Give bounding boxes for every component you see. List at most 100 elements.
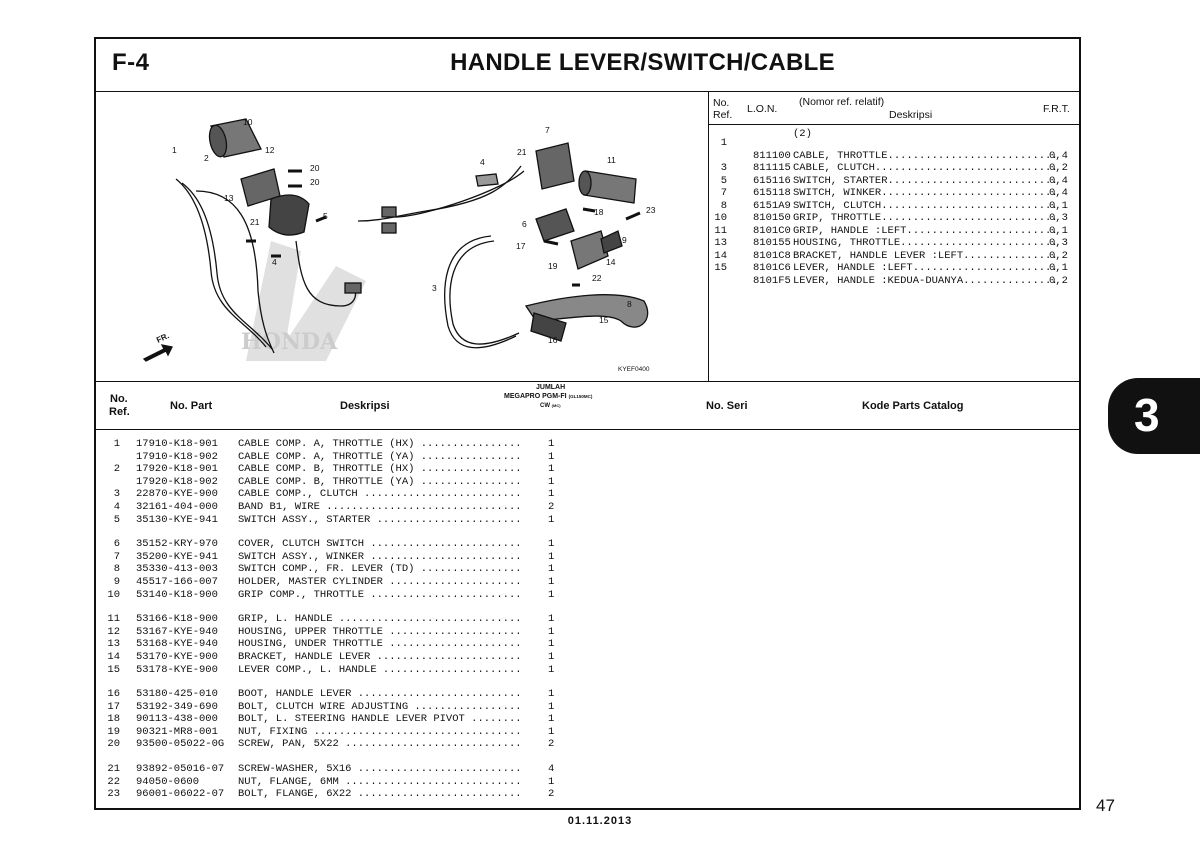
part-cell-desc: HOLDER, MASTER CYLINDER ................… xyxy=(238,575,522,588)
ref-cell-frt: 0,2 xyxy=(1049,274,1068,287)
callout-label: 4 xyxy=(272,257,277,267)
ref-cell-frt: 0,4 xyxy=(1049,174,1068,187)
part-cell-qty: 1 xyxy=(548,638,555,651)
chapter-number: 3 xyxy=(1134,389,1160,441)
col-description: Deskripsi xyxy=(340,400,390,412)
callout-label: 19 xyxy=(548,261,558,271)
callout-label: 21 xyxy=(517,147,527,157)
part-cell-part: 90321-MR8-001 xyxy=(136,725,218,738)
part-cell-part: 53170-KYE-900 xyxy=(136,650,218,663)
part-cell-ref: 7 xyxy=(113,550,120,563)
part-cell-ref: 9 xyxy=(113,575,120,588)
group-gap xyxy=(96,601,1079,613)
ref-group-label: (2) xyxy=(793,128,812,140)
col-jumlah: JUMLAH xyxy=(536,384,566,391)
part-cell-desc: CABLE COMP. B, THROTTLE (YA) ...........… xyxy=(238,475,522,488)
ref-desc-header: Deskripsi xyxy=(889,109,933,121)
part-cell-qty: 1 xyxy=(548,550,555,563)
part-cell-part: 90113-438-000 xyxy=(136,713,218,726)
part-cell-part: 94050-0600 xyxy=(136,775,200,788)
ref-cell-ref: 1 xyxy=(720,137,727,149)
part-cell-qty: 2 xyxy=(548,738,555,751)
part-cell-part: 17910-K18-902 xyxy=(136,450,218,463)
part-cell-qty: 1 xyxy=(548,513,555,526)
part-cell-part: 53140-K18-900 xyxy=(136,588,218,601)
ref-cell-frt: 0,3 xyxy=(1049,237,1068,249)
ref-row: 1 xyxy=(709,137,1079,150)
ref-cell-desc: LEVER, HANDLE :KEDUA-DUANYA.............… xyxy=(793,274,1058,287)
ref-cell-frt: 0,1 xyxy=(1049,262,1068,274)
part-cell-part: 96001-06022-07 xyxy=(136,788,225,801)
part-cell-desc: NUT, FIXING ............................… xyxy=(238,725,522,738)
callout-label: 7 xyxy=(545,125,550,135)
part-cell-desc: LEVER COMP., L. HANDLE .................… xyxy=(238,663,522,676)
ref-cell-frt: 0,4 xyxy=(1049,187,1068,199)
part-cell-part: 17920-K18-902 xyxy=(136,475,218,488)
ref-cell-ref: 8 xyxy=(720,199,727,212)
part-cell-ref: 3 xyxy=(113,488,120,501)
part-cell-part: 53166-K18-900 xyxy=(136,613,218,626)
callout-label: 3 xyxy=(432,283,437,293)
part-cell-ref: 1 xyxy=(113,438,120,450)
ref-cell-frt: 0,1 xyxy=(1049,224,1068,237)
ref-cell-lon: 811115 xyxy=(753,162,791,174)
parts-illustration: HONDA xyxy=(142,117,656,373)
callout-label: 15 xyxy=(599,315,609,325)
chapter-tab: 3 xyxy=(1108,378,1200,454)
part-cell-ref: 5 xyxy=(113,513,120,526)
part-cell-desc: CABLE COMP., CLUTCH ....................… xyxy=(238,488,522,501)
ref-cell-desc: BRACKET, HANDLE LEVER :LEFT.............… xyxy=(793,249,1058,262)
ref-cell-desc: LEVER, HANDLE :LEFT.....................… xyxy=(793,262,1058,274)
ref-cell-frt: 0,2 xyxy=(1049,249,1068,262)
ref-cell-ref: 11 xyxy=(714,224,727,237)
part-cell-part: 35200-KYE-941 xyxy=(136,550,218,563)
callout-label: 16 xyxy=(548,335,558,345)
callout-label: 17 xyxy=(516,241,526,251)
part-cell-part: 45517-166-007 xyxy=(136,575,218,588)
part-cell-desc: SWITCH ASSY., WINKER ...................… xyxy=(238,550,522,563)
part-cell-qty: 1 xyxy=(548,450,555,463)
part-cell-ref: 22 xyxy=(107,775,120,788)
callout-label: 12 xyxy=(265,145,275,155)
callout-label: 8 xyxy=(627,299,632,309)
page-title: HANDLE LEVER/SWITCH/CABLE xyxy=(450,49,835,76)
table-row: 9 45517-166-007 HOLDER, MASTER CYLINDER ..… xyxy=(96,576,1079,589)
part-cell-desc: CABLE COMP. A, THROTTLE (HX) ...........… xyxy=(238,438,522,450)
part-cell-part: 17910-K18-901 xyxy=(136,438,218,450)
part-cell-desc: HOUSING, UPPER THROTTLE ................… xyxy=(238,625,522,638)
part-cell-ref: 10 xyxy=(107,588,120,601)
direction-label: FR. xyxy=(155,331,170,345)
part-cell-part: 53168-KYE-940 xyxy=(136,638,218,651)
page-number: 47 xyxy=(1096,796,1115,815)
part-cell-ref: 8 xyxy=(113,563,120,576)
part-cell-ref: 16 xyxy=(107,688,120,701)
group-gap xyxy=(96,526,1079,538)
ref-cell-lon: 8101F5 xyxy=(753,274,791,287)
part-cell-desc: BRACKET, HANDLE LEVER ..................… xyxy=(238,650,522,663)
part-cell-ref: 19 xyxy=(107,725,120,738)
part-cell-qty: 4 xyxy=(548,763,555,776)
ref-cell-frt: 0,2 xyxy=(1049,162,1068,174)
ref-cell-lon: 810155 xyxy=(753,237,791,249)
ref-cell-desc: HOUSING, THROTTLE.......................… xyxy=(793,237,1058,249)
part-cell-ref: 6 xyxy=(113,538,120,551)
ref-cell-lon: 615118 xyxy=(753,187,791,199)
part-cell-desc: GRIP, L. HANDLE ........................… xyxy=(238,613,522,626)
ref-cell-lon: 615116 xyxy=(753,174,791,187)
col-part-no: No. Part xyxy=(170,400,213,412)
